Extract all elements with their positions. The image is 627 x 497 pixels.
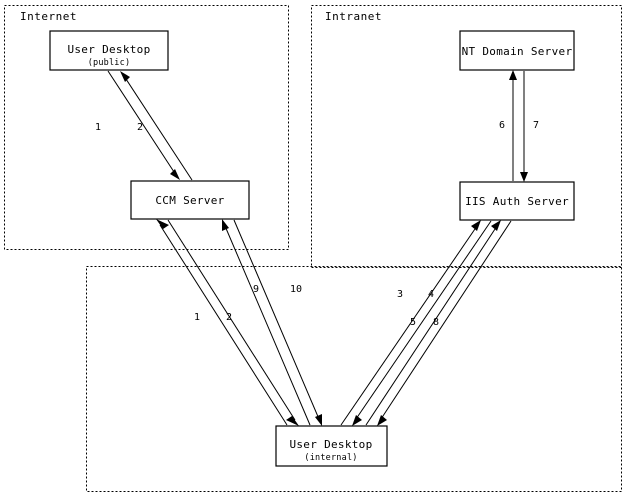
edge-label-2-internal: 2 — [226, 312, 232, 323]
edge-7-nt-to-iis — [520, 71, 528, 182]
zone-internet-boundary — [4, 5, 289, 250]
edge-label-8: 8 — [433, 317, 439, 328]
edge-label-9: 9 — [253, 284, 259, 295]
edge-4-iis-to-internal — [352, 220, 492, 426]
edge-label-10: 10 — [290, 284, 302, 295]
node-group: User Desktop (public) CCM Server NT Doma… — [49, 30, 575, 467]
edge-3-internal-to-iis — [340, 220, 481, 426]
edge-2-ccm-to-public — [120, 71, 193, 181]
node-iis-auth-server-box[interactable] — [459, 181, 575, 221]
node-nt-domain-server[interactable]: NT Domain Server — [459, 30, 575, 71]
edge-label-5: 5 — [410, 317, 416, 328]
zone-label-internet: Internet — [20, 10, 77, 23]
edge-2-ccm-to-internal — [167, 219, 299, 426]
node-user-desktop-internal-sublabel: (internal) — [304, 453, 357, 463]
edge-label-6: 6 — [499, 120, 505, 131]
node-user-desktop-public-box[interactable] — [49, 30, 169, 71]
node-user-desktop-public-label: User Desktop — [67, 43, 150, 56]
node-ccm-server-box[interactable] — [130, 180, 250, 220]
node-user-desktop-internal[interactable]: User Desktop (internal) — [275, 425, 388, 467]
node-iis-auth-server-label: IIS Auth Server — [465, 195, 569, 208]
edge-6-iis-to-nt — [509, 70, 517, 181]
edge-label-3: 3 — [397, 289, 403, 300]
node-nt-domain-server-label: NT Domain Server — [462, 45, 573, 58]
edge-group: 1 2 6 7 1 2 — [95, 70, 539, 426]
zone-intranet-boundary — [311, 5, 622, 268]
zone-label-intranet: Intranet — [325, 10, 382, 23]
zone-group — [4, 5, 622, 492]
node-ccm-server-label: CCM Server — [155, 194, 224, 207]
node-user-desktop-public[interactable]: User Desktop (public) — [49, 30, 169, 71]
edge-label-4: 4 — [428, 289, 434, 300]
edge-5-internal-to-iis — [365, 220, 501, 426]
edge-1-internal-to-ccm — [156, 219, 288, 426]
edge-10-ccm-to-internal — [233, 219, 322, 426]
edge-label-1-public: 1 — [95, 122, 101, 133]
node-user-desktop-internal-label: User Desktop — [289, 438, 372, 451]
edge-8-iis-to-internal — [377, 220, 512, 426]
node-user-desktop-internal-box[interactable] — [275, 425, 388, 467]
edge-label-2-public: 2 — [137, 122, 143, 133]
edge-9-internal-to-ccm — [222, 219, 311, 426]
node-ccm-server[interactable]: CCM Server — [130, 180, 250, 220]
node-nt-domain-server-box[interactable] — [459, 30, 575, 71]
node-iis-auth-server[interactable]: IIS Auth Server — [459, 181, 575, 221]
edge-label-7: 7 — [533, 120, 539, 131]
node-user-desktop-public-sublabel: (public) — [88, 58, 131, 68]
edge-label-1-internal: 1 — [194, 312, 200, 323]
edge-1-public-to-ccm — [107, 70, 180, 180]
